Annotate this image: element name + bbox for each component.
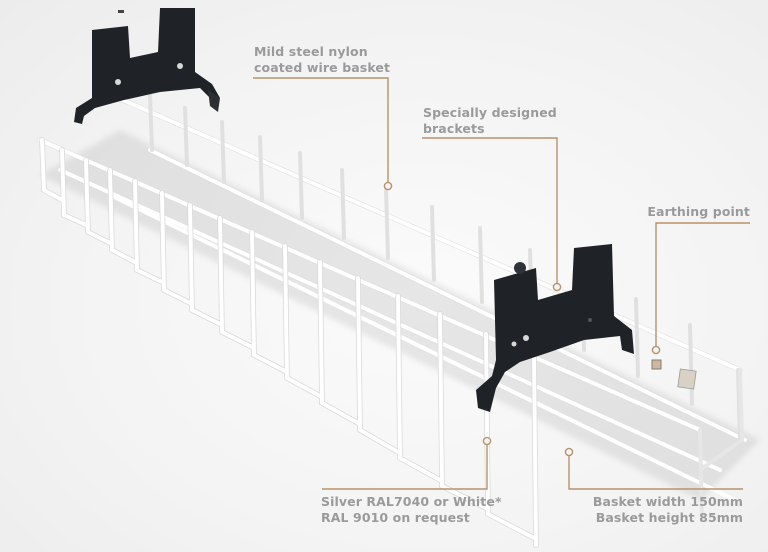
label-brackets: Specially designed brackets	[423, 105, 557, 137]
label-line: Specially designed	[423, 105, 557, 120]
label-dimensions: Basket width 150mm Basket height 85mm	[593, 494, 743, 526]
leader-lines	[253, 77, 750, 490]
earthing-tag	[651, 359, 697, 390]
bracket-left	[74, 8, 220, 124]
label-line: Silver RAL7040 or White*	[321, 494, 502, 509]
wire-basket	[37, 87, 748, 548]
leader-dimensions	[568, 456, 743, 490]
leader-material	[253, 77, 389, 182]
bracket-right	[476, 244, 634, 412]
label-line: Basket height 85mm	[595, 510, 743, 525]
label-earthing: Earthing point	[647, 204, 750, 220]
label-material: Mild steel nylon coated wire basket	[254, 44, 390, 76]
leader-finish	[322, 445, 488, 490]
label-line: coated wire basket	[254, 60, 391, 75]
label-line: brackets	[423, 121, 485, 136]
label-line: Earthing point	[647, 204, 750, 219]
label-line: Basket width 150mm	[592, 494, 743, 509]
label-finish: Silver RAL7040 or White* RAL 9010 on req…	[321, 494, 502, 526]
leader-brackets	[422, 137, 558, 283]
label-line: Mild steel nylon	[254, 44, 368, 59]
leader-earthing	[655, 222, 750, 346]
label-line: RAL 9010 on request	[321, 510, 470, 525]
